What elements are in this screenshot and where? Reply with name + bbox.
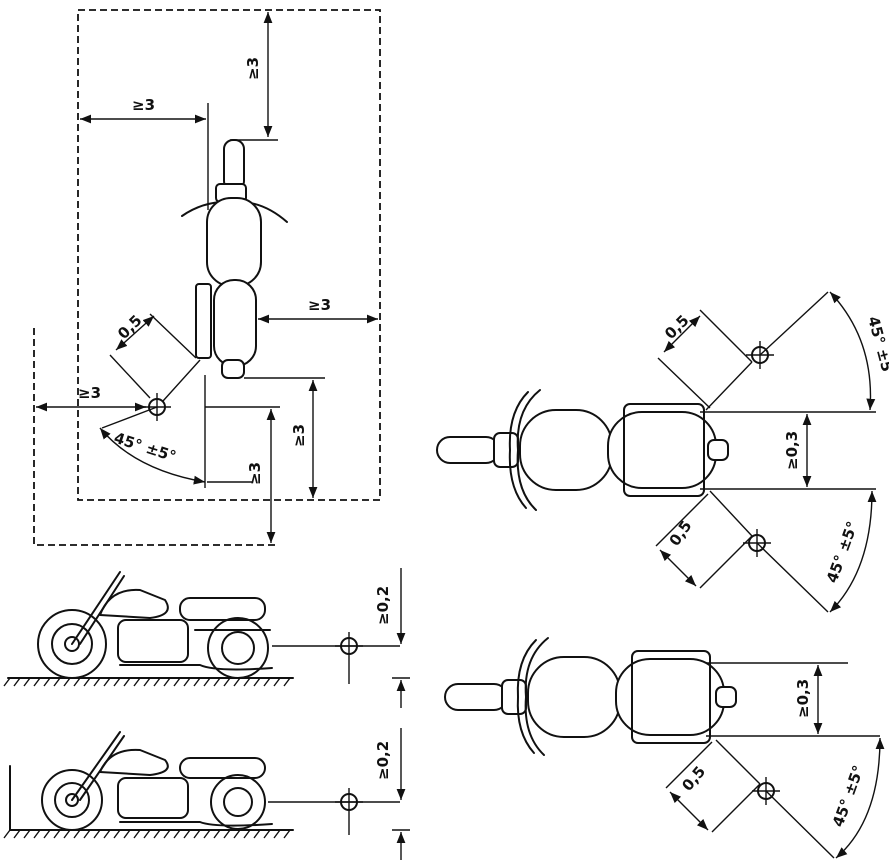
dim-offset-mid-lower [659, 549, 697, 587]
label-angle-top: 45° ±5° [112, 429, 179, 466]
label-angle-mid-upper: 45° ±5° [864, 314, 889, 381]
angle-arc-bottom [835, 737, 885, 859]
plan-view-bottom: ≥0,3 0,5 45° ±5° [444, 637, 885, 859]
motorcycle-side-1 [37, 571, 273, 679]
label-rear-gap: ≥3 [290, 424, 308, 447]
label-left-gap: ≥3 [132, 96, 155, 114]
plan-view-middle: ≥0,3 0,5 45° ±5° 0,5 45° ±5° [436, 291, 889, 613]
label-right-gap: ≥3 [308, 296, 331, 314]
side-view-1: ≥0,2 [3, 568, 410, 708]
label-offset-mid-upper: 0,5 [661, 311, 693, 343]
angle-arc-mid-upper [829, 291, 876, 411]
label-spacing-middle: ≥0,3 [783, 431, 801, 470]
dim-offset-top [115, 315, 155, 351]
label-angle-bottom: 45° ±5° [829, 763, 868, 829]
angle-arc-top [99, 427, 206, 485]
motorcycle-side-2 [41, 731, 273, 831]
angle-arc-mid-lower [829, 490, 877, 613]
label-outer-left-gap: ≥3 [78, 384, 101, 402]
side-view-2: ≥0,2 [3, 728, 410, 860]
label-top-gap: ≥3 [244, 57, 262, 80]
motorcycle-top-view [181, 139, 288, 379]
label-offset-mid-lower: 0,5 [666, 517, 696, 549]
test-area-outer-boundary [33, 328, 278, 546]
label-height-1: ≥0,2 [374, 586, 392, 625]
label-offset-bottom: 0,5 [678, 763, 709, 795]
motorcycle-plan-bottom [444, 637, 737, 756]
motorcycle-plan-middle [436, 389, 729, 511]
label-height-2: ≥0,2 [374, 741, 392, 780]
dim-offset-mid-upper [663, 315, 701, 353]
label-offset-top: 0,5 [114, 311, 146, 343]
plan-view-top: ≥3 ≥3 ≥3 0,5 ≥3 45° ±5° ≥3 ≥3 [33, 9, 381, 546]
label-rear-small: ≥3 [246, 462, 264, 485]
dim-offset-bottom [669, 791, 709, 831]
label-spacing-bottom: ≥0,3 [794, 679, 812, 718]
